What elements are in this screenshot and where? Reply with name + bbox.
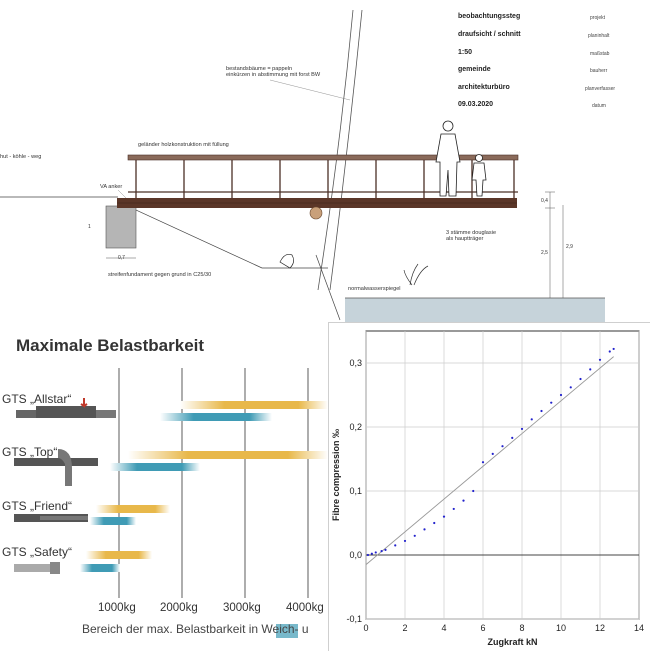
data-point xyxy=(589,368,592,371)
friend-bar-yellow xyxy=(96,505,170,513)
data-point xyxy=(598,358,602,361)
load-tick-3000: 3000kg xyxy=(223,602,261,614)
y-axis-label: Fibre compression ‰ xyxy=(331,429,341,521)
data-point xyxy=(501,445,504,448)
load-capacity-panel: Maximale Belastbarkeit xyxy=(0,328,328,650)
load-capacity-graphic xyxy=(14,368,328,638)
safety-bar-blue xyxy=(80,564,120,572)
note-railing: geländer holzkonstruktion mit füllung xyxy=(138,142,229,148)
title-block-date-label: datum xyxy=(592,103,606,109)
top-bolt-shape xyxy=(14,449,98,486)
data-point xyxy=(579,377,582,381)
title-block-scale: 1:50 xyxy=(458,49,473,56)
x-tick-label: 4 xyxy=(441,623,446,633)
load-axis-label: Bereich der max. Belastbarkeit in Weich-… xyxy=(82,622,309,636)
data-point xyxy=(530,418,533,421)
note-path: hut - köhle - weg xyxy=(0,154,42,160)
y-tick-label: -0,1 xyxy=(346,614,362,624)
architectural-drawing-panel: beobachtungssteg projekt draufsicht / sc… xyxy=(0,9,616,328)
note-beams: 3 stämme douglasie als hauptträger xyxy=(446,230,497,242)
x-axis-label: Zugkraft kN xyxy=(487,637,537,647)
dim-d5: 1 xyxy=(88,224,91,230)
data-point xyxy=(481,461,485,464)
dim-d3: 2,9 xyxy=(566,244,573,250)
x-tick-label: 0 xyxy=(363,623,368,633)
load-capacity-title: Maximale Belastbarkeit xyxy=(16,336,205,355)
title-block-plan: draufsicht / schnitt xyxy=(458,31,521,38)
product-label-top: GTS „Top“ xyxy=(2,445,58,459)
data-point xyxy=(559,393,563,397)
dim-d4: 0,7 xyxy=(118,255,125,261)
data-point xyxy=(540,409,543,413)
top-bar-blue xyxy=(110,463,200,471)
product-label-allstar: GTS „Allstar“ xyxy=(2,392,72,406)
data-point xyxy=(569,386,572,389)
data-point xyxy=(433,521,436,525)
product-label-safety: GTS „Safety“ xyxy=(2,545,73,559)
title-block-client-label: bauherr xyxy=(590,68,608,74)
y-tick-label: 0,0 xyxy=(349,550,362,560)
x-tick-label: 8 xyxy=(519,623,524,633)
x-tick-label: 14 xyxy=(634,623,644,633)
data-point xyxy=(462,499,465,502)
data-point xyxy=(384,548,387,551)
top-bar-yellow xyxy=(128,451,328,459)
data-point xyxy=(380,550,383,553)
note-anchor: VA anker xyxy=(100,184,123,190)
allstar-bar-yellow xyxy=(180,401,328,409)
x-tick-label: 2 xyxy=(402,623,407,633)
y-tick-label: 0,1 xyxy=(349,486,362,496)
y-tick-label: 0,3 xyxy=(349,358,362,368)
load-tick-1000: 1000kg xyxy=(98,602,136,614)
dim-d2: 2,5 xyxy=(541,250,548,256)
x-tick-label: 10 xyxy=(556,623,566,633)
data-point xyxy=(608,350,611,353)
allstar-bar-blue xyxy=(160,413,272,421)
friend-bolt-shape xyxy=(14,514,88,522)
x-tick-label: 12 xyxy=(595,623,605,633)
dim-d1: 0,4 xyxy=(541,198,548,204)
y-tick-label: 0,2 xyxy=(349,422,362,432)
data-point xyxy=(394,544,397,547)
title-block-author-label: planverfasser xyxy=(585,86,616,92)
data-point xyxy=(366,553,370,557)
title-block-project: beobachtungssteg xyxy=(458,13,521,20)
data-point xyxy=(511,436,514,439)
data-point xyxy=(452,507,455,511)
note-foundation: streifenfundament gegen grund in C25/30 xyxy=(108,272,212,278)
title-block-date: 09.03.2020 xyxy=(458,101,494,108)
x-tick-label: 6 xyxy=(480,623,485,633)
title-block-plan-label: planinhalt xyxy=(588,33,610,39)
data-point xyxy=(423,528,426,531)
load-tick-2000: 2000kg xyxy=(160,602,198,614)
title-block-project-label: projekt xyxy=(590,15,606,21)
title-block-client: gemeinde xyxy=(458,66,491,73)
note-trees: bestandsbäume = pappeln einkürzen in abs… xyxy=(226,66,321,78)
data-point xyxy=(472,489,475,493)
safety-bar-yellow xyxy=(86,551,152,559)
data-point xyxy=(491,452,494,455)
load-tick-4000: 4000kg xyxy=(286,602,324,614)
plot-frame xyxy=(365,330,640,620)
title-block-scale-label: maßstab xyxy=(590,51,610,57)
data-point xyxy=(612,347,615,351)
title-block-author: architekturbüro xyxy=(458,84,510,91)
bridge-section-drawing xyxy=(0,9,605,328)
safety-bolt-shape xyxy=(14,562,60,574)
note-water: normalwasserspiegel xyxy=(348,286,401,292)
data-point xyxy=(370,552,373,555)
data-point xyxy=(413,534,416,537)
data-point xyxy=(374,551,377,554)
allstar-bolt-shape xyxy=(16,398,116,418)
person-silhouettes xyxy=(435,120,487,197)
data-point xyxy=(403,539,407,543)
data-point xyxy=(442,515,446,518)
data-point xyxy=(520,427,524,431)
fit-line xyxy=(365,356,614,565)
friend-bar-blue xyxy=(90,517,136,525)
product-label-friend: GTS „Friend“ xyxy=(2,499,73,513)
data-point xyxy=(550,401,553,404)
